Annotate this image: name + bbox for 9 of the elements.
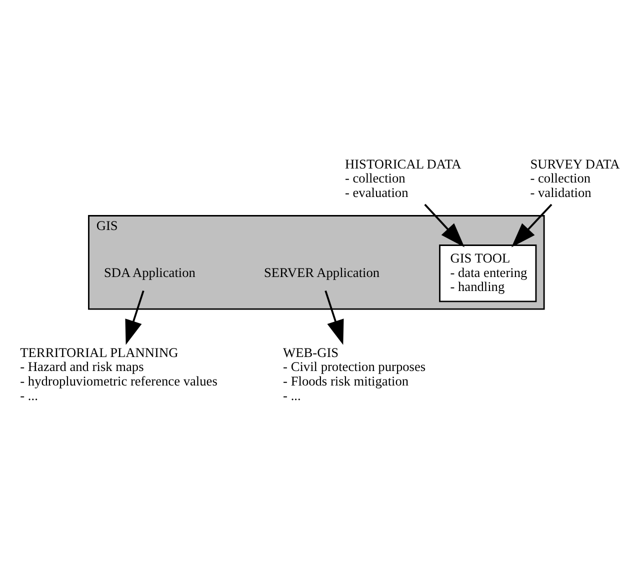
arrow: [324, 290, 344, 345]
node-text: WEB-GIS - Civil protection purposes - Floods risk mitigation - ...: [283, 344, 426, 403]
arrow: [125, 290, 144, 345]
node-text: SERVER Application: [264, 264, 380, 280]
node-text: SDA Application: [104, 264, 196, 280]
node-text: TERRITORIAL PLANNING - Hazard and risk maps - hydropluviometric reference values - ...: [20, 344, 218, 403]
node-box: GIS TOOL - data entering - handling: [439, 244, 537, 302]
node-text: SURVEY DATA - collection - validation: [530, 156, 620, 200]
node-text: HISTORICAL DATA - collection - evaluation: [344, 156, 462, 200]
